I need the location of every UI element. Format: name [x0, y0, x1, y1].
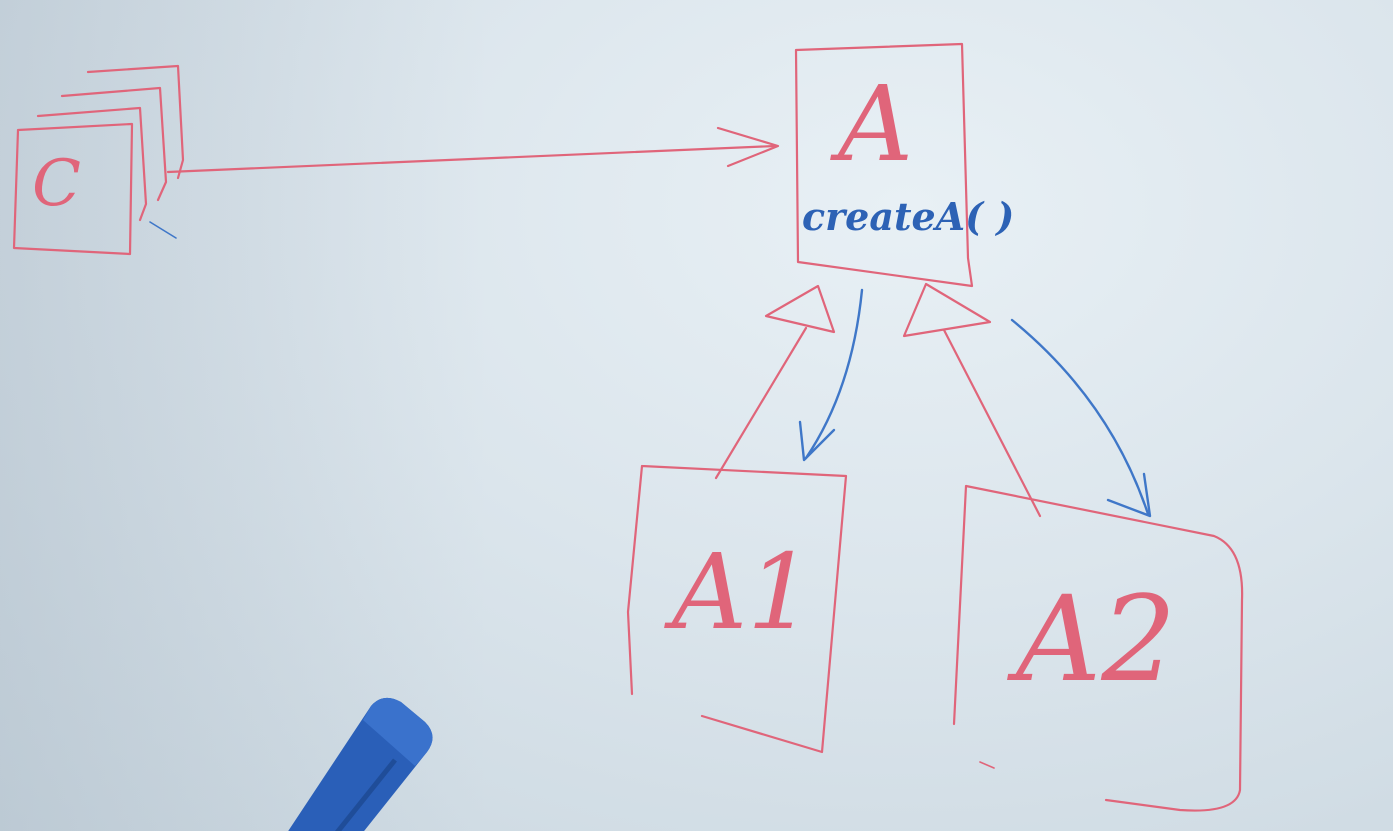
client-box-blue-tick [149, 221, 177, 239]
association-arrow [166, 126, 780, 174]
client-box-back [86, 64, 185, 180]
concrete-class-a1-box [626, 464, 848, 754]
abstract-class-box [794, 42, 974, 288]
abstract-method-label: createA( ) [802, 194, 1015, 239]
creation-arrowhead-a2 [1106, 472, 1152, 518]
creation-arrow-a2 [1010, 318, 1150, 516]
association-arrowhead [716, 126, 780, 168]
concrete-class-a2-box [952, 484, 1244, 812]
inheritance-line-a1 [714, 326, 808, 480]
client-box-stack [12, 64, 185, 256]
client-box-front [12, 122, 134, 256]
concrete-class-a1-label: A1 [672, 531, 814, 653]
creation-arrowhead-a1 [798, 420, 836, 462]
abstract-class-label: A [838, 63, 914, 185]
inheritance-triangle-right [902, 282, 992, 338]
client-label: C [32, 147, 81, 221]
association-line [166, 144, 777, 174]
creation-arrow-a1 [804, 288, 864, 460]
inheritance-line-a2 [942, 328, 1042, 518]
client-box-middle [60, 86, 168, 202]
inheritance-triangle-left [764, 284, 836, 334]
client-box-front-top [36, 106, 148, 222]
marker-pen-icon [288, 697, 433, 831]
concrete-class-a2-label: A2 [1016, 570, 1177, 708]
a2-box-smudge [979, 761, 995, 769]
